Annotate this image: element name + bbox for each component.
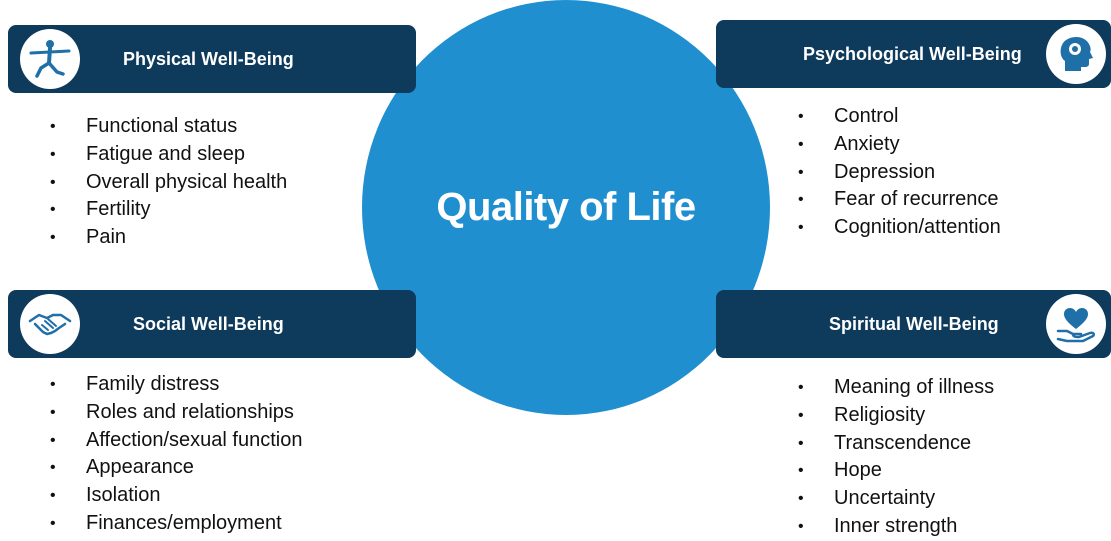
head-brain-icon bbox=[1046, 24, 1106, 84]
list-item: Roles and relationships bbox=[48, 399, 302, 427]
spiritual-wellbeing-header: Spiritual Well-Being bbox=[716, 290, 1111, 358]
social-wellbeing-list: Family distress Roles and relationships … bbox=[48, 371, 302, 538]
handshake-icon bbox=[20, 294, 80, 354]
psychological-wellbeing-header: Psychological Well-Being bbox=[716, 20, 1111, 88]
list-item: Control bbox=[796, 103, 1001, 131]
quality-of-life-circle: Quality of Life bbox=[362, 0, 770, 415]
center-title: Quality of Life bbox=[436, 185, 696, 229]
heart-in-hand-icon bbox=[1046, 294, 1106, 354]
physical-wellbeing-header: Physical Well-Being bbox=[8, 25, 416, 93]
social-wellbeing-title: Social Well-Being bbox=[133, 313, 284, 334]
spiritual-wellbeing-title: Spiritual Well-Being bbox=[829, 313, 999, 334]
list-item: Functional status bbox=[48, 113, 287, 141]
list-item: Affection/sexual function bbox=[48, 427, 302, 455]
physical-wellbeing-list: Functional status Fatigue and sleep Over… bbox=[48, 113, 287, 252]
list-item: Overall physical health bbox=[48, 169, 287, 197]
list-item: Depression bbox=[796, 159, 1001, 187]
list-item: Finances/employment bbox=[48, 510, 302, 538]
spiritual-wellbeing-list: Meaning of illness Religiosity Transcend… bbox=[796, 374, 994, 541]
list-item: Uncertainty bbox=[796, 485, 994, 513]
list-item: Fertility bbox=[48, 196, 287, 224]
list-item: Transcendence bbox=[796, 430, 994, 458]
psychological-wellbeing-title: Psychological Well-Being bbox=[803, 43, 1022, 64]
list-item: Pain bbox=[48, 224, 287, 252]
person-yoga-icon bbox=[20, 29, 80, 89]
list-item: Fear of recurrence bbox=[796, 186, 1001, 214]
list-item: Isolation bbox=[48, 482, 302, 510]
list-item: Anxiety bbox=[796, 131, 1001, 159]
psychological-wellbeing-list: Control Anxiety Depression Fear of recur… bbox=[796, 103, 1001, 242]
social-wellbeing-header: Social Well-Being bbox=[8, 290, 416, 358]
list-item: Family distress bbox=[48, 371, 302, 399]
list-item: Religiosity bbox=[796, 402, 994, 430]
list-item: Fatigue and sleep bbox=[48, 141, 287, 169]
list-item: Appearance bbox=[48, 454, 302, 482]
physical-wellbeing-title: Physical Well-Being bbox=[123, 48, 294, 69]
list-item: Meaning of illness bbox=[796, 374, 994, 402]
list-item: Hope bbox=[796, 457, 994, 485]
list-item: Inner strength bbox=[796, 513, 994, 541]
list-item: Cognition/attention bbox=[796, 214, 1001, 242]
